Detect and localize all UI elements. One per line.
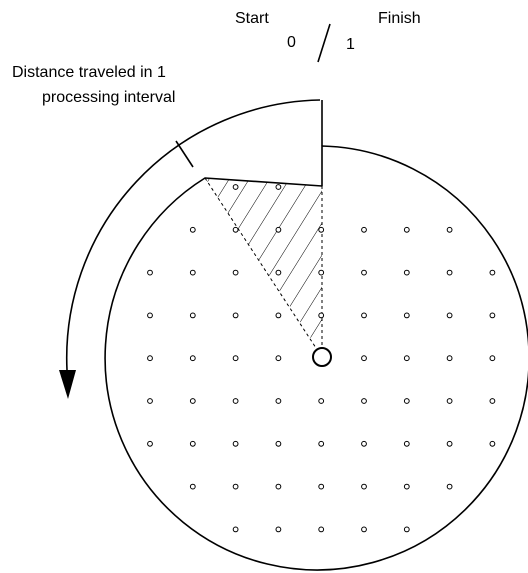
sample-point (446, 398, 453, 404)
sample-point (275, 355, 282, 362)
sample-point (189, 440, 196, 447)
sample-point (275, 184, 282, 190)
sample-point (318, 526, 325, 533)
sample-point (318, 226, 325, 233)
processed-sector-hatch (205, 146, 322, 355)
sample-point (147, 398, 153, 404)
sample-point (489, 355, 496, 362)
sample-point (147, 312, 153, 319)
sample-point (275, 269, 282, 276)
sample-point (403, 440, 410, 447)
sample-point (361, 483, 367, 490)
center-point (312, 347, 332, 367)
sample-point (232, 184, 239, 190)
sample-point (446, 312, 453, 319)
sector-edge-diagonal (204, 177, 317, 349)
sample-point (275, 440, 282, 447)
sample-point (232, 398, 239, 404)
sample-point (232, 269, 239, 276)
sample-point (403, 355, 410, 362)
sample-point (189, 483, 196, 490)
sample-point (232, 355, 239, 362)
rotation-arrowhead (59, 370, 76, 399)
sample-point (232, 440, 239, 447)
sample-point (147, 355, 153, 362)
sample-point (489, 398, 496, 404)
sample-point (232, 483, 239, 490)
one-label: 1 (346, 36, 355, 53)
sample-point (403, 483, 410, 490)
sample-point (275, 526, 282, 533)
sample-point (361, 526, 367, 533)
sample-point (446, 226, 453, 233)
sample-point (318, 398, 325, 404)
sample-point (403, 269, 410, 276)
sample-point (318, 269, 325, 276)
start-label: Start (235, 10, 269, 27)
sample-point (361, 226, 367, 233)
sample-point (189, 312, 196, 319)
sample-point (489, 312, 496, 319)
sample-point (318, 312, 325, 319)
sample-point (489, 440, 496, 447)
interval-tick (175, 140, 194, 168)
sample-point (403, 226, 410, 233)
sample-point (489, 269, 496, 276)
sample-point (403, 312, 410, 319)
sample-point-grid (147, 184, 496, 533)
zero-label: 0 (287, 34, 296, 51)
sample-point (361, 269, 367, 276)
sample-point (147, 269, 153, 276)
sample-point (446, 269, 453, 276)
sample-point (232, 312, 239, 319)
sample-point (275, 398, 282, 404)
sample-point (446, 355, 453, 362)
sample-point (232, 526, 239, 533)
sample-point (403, 398, 410, 404)
distance-label-line2: processing interval (42, 89, 175, 106)
sample-point (189, 269, 196, 276)
sample-point (361, 355, 367, 362)
sample-point (318, 440, 325, 447)
sample-point (361, 312, 367, 319)
sample-point (361, 398, 367, 404)
sample-point (275, 226, 282, 233)
sample-point (275, 312, 282, 319)
start-finish-slash (317, 23, 331, 63)
sample-point (403, 526, 410, 533)
sample-point (318, 483, 325, 490)
sample-point (189, 398, 196, 404)
distance-label-line1: Distance traveled in 1 (12, 64, 166, 81)
rotation-arc (65, 99, 321, 371)
sample-point (189, 355, 196, 362)
sample-point (361, 440, 367, 447)
sample-point (189, 226, 196, 233)
sample-point (446, 440, 453, 447)
sample-point (232, 226, 239, 233)
finish-label: Finish (378, 10, 421, 27)
sample-point (147, 440, 153, 447)
sample-point (275, 483, 282, 490)
sample-point (446, 483, 453, 490)
